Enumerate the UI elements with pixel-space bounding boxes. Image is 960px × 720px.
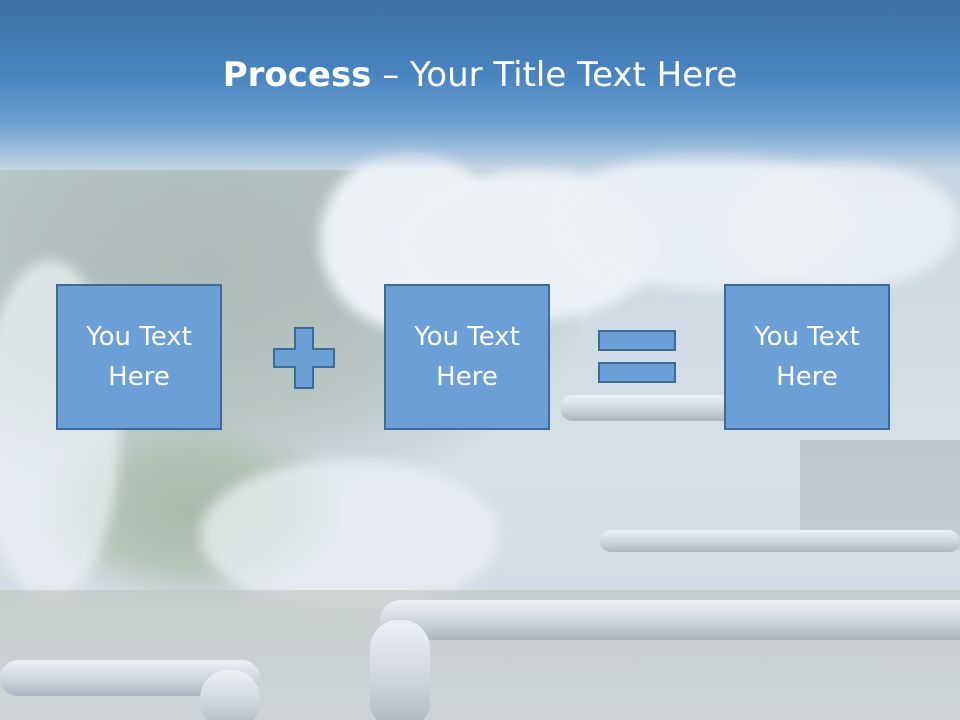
text-box-label: You Text Here (86, 322, 192, 392)
text-box-label: You Text Here (754, 322, 860, 392)
background-pipe (370, 620, 430, 720)
background-pipe (200, 670, 260, 720)
equals-icon (598, 330, 676, 383)
slide-title[interactable]: Process – Your Title Text Here (0, 54, 960, 96)
title-bold: Process (222, 55, 372, 95)
background-pipe (380, 600, 960, 640)
background-steam (200, 460, 500, 610)
title-rest: – Your Title Text Here (371, 55, 738, 95)
text-box-2[interactable]: You Text Here (384, 284, 550, 430)
text-box-1[interactable]: You Text Here (56, 284, 222, 430)
background-pipe (600, 530, 960, 552)
plus-icon (273, 327, 335, 389)
background-steam (720, 160, 960, 290)
header-band (0, 0, 960, 170)
text-box-3[interactable]: You Text Here (724, 284, 890, 430)
text-box-label: You Text Here (414, 322, 520, 392)
